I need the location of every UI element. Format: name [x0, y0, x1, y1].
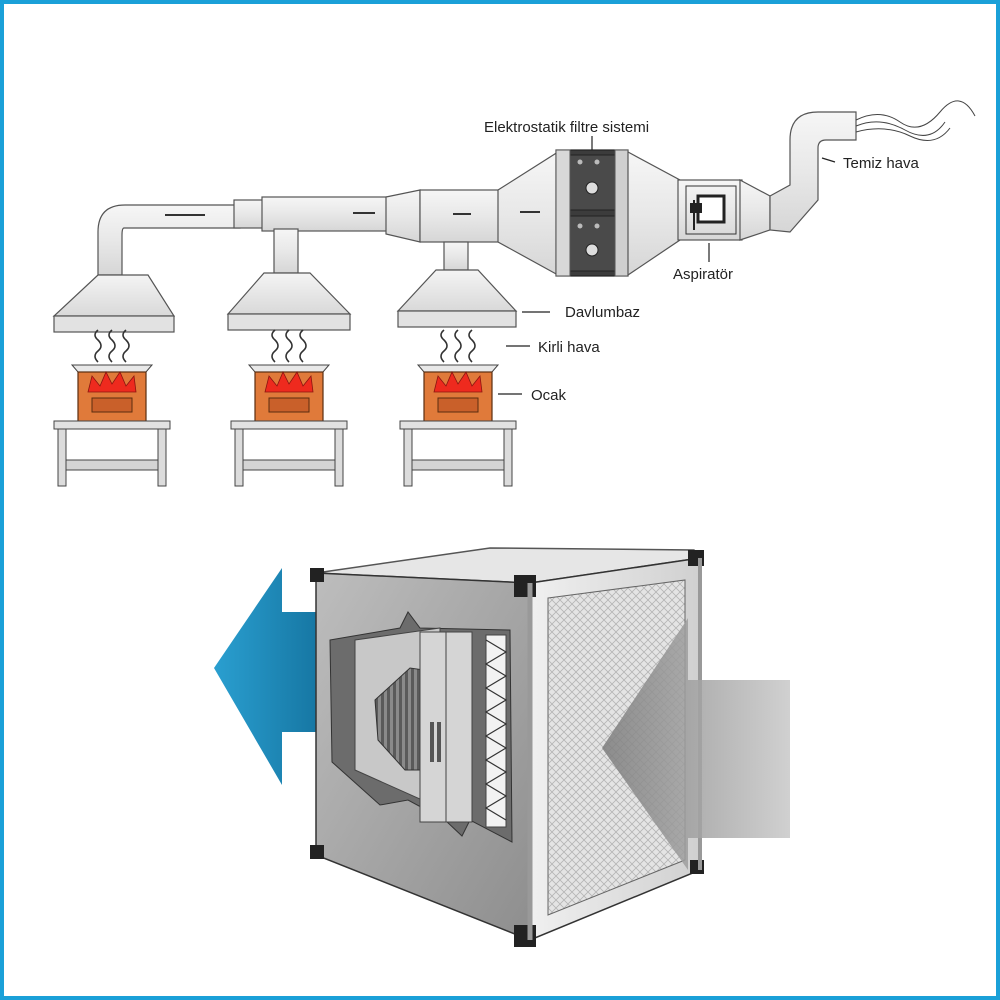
smoke-wisp — [108, 329, 116, 363]
stove-door — [268, 397, 310, 413]
label-fan: Aspiratör — [673, 266, 733, 283]
table-top — [399, 420, 517, 430]
smoke-wisp — [94, 329, 102, 363]
table-stretcher — [411, 459, 505, 471]
duct-segment-1 — [233, 199, 265, 229]
smoke-wisp — [271, 329, 279, 363]
table-top — [230, 420, 348, 430]
table-leg — [503, 428, 513, 487]
stove-flame — [264, 371, 314, 393]
stove-top — [70, 364, 154, 373]
stove-station-2 — [230, 329, 348, 487]
stove-station-3 — [399, 329, 517, 487]
table-stretcher — [65, 459, 159, 471]
table-leg — [157, 428, 167, 487]
stove-flame — [433, 371, 483, 393]
stove-body — [77, 371, 147, 423]
duct-fan-section — [627, 111, 857, 277]
label-stove: Ocak — [531, 387, 567, 404]
hoods — [52, 269, 518, 333]
stove-station-1 — [53, 329, 171, 487]
table-leg — [57, 428, 67, 487]
duct-transition-in — [497, 150, 559, 277]
stove-body — [254, 371, 324, 423]
hood-neck-3 — [443, 241, 469, 271]
stove-body — [423, 371, 493, 423]
table-leg — [334, 428, 344, 487]
stove-flame — [87, 371, 137, 393]
table-top — [53, 420, 171, 430]
fan-unit — [685, 185, 737, 235]
pleated-filter — [485, 634, 507, 828]
smoke-wisp — [285, 329, 293, 363]
duct-segment-3 — [419, 189, 501, 243]
table-leg — [234, 428, 244, 487]
outlet-air-arrow — [214, 568, 330, 785]
label-clean-air: Temiz hava — [843, 155, 920, 172]
label-hood: Davlumbaz — [565, 304, 640, 321]
duct-outlet-elbow — [769, 111, 857, 233]
label-dirty-air: Kirli hava — [538, 339, 600, 356]
smoke-wisp — [468, 329, 476, 363]
clean-air-wisps — [855, 100, 976, 141]
table-stretcher — [242, 459, 336, 471]
stove-top — [247, 364, 331, 373]
duct-reducer — [385, 189, 421, 243]
hood-3 — [396, 269, 518, 328]
smoke-wisp — [122, 329, 130, 363]
smoke-wisp — [299, 329, 307, 363]
hood-neck-2 — [273, 228, 299, 274]
stove-door — [91, 397, 133, 413]
duct-system — [97, 150, 559, 277]
leader-lines — [498, 136, 836, 395]
hood-2 — [226, 272, 352, 331]
stoves — [53, 329, 517, 487]
hood-1 — [52, 274, 176, 333]
stove-top — [416, 364, 500, 373]
smoke-wisp — [440, 329, 448, 363]
table-leg — [403, 428, 413, 487]
stove-door — [437, 397, 479, 413]
electrostatic-filter-unit — [555, 149, 629, 277]
smoke-wisp — [454, 329, 462, 363]
label-filter-system: Elektrostatik filtre sistemi — [484, 119, 649, 136]
inlet-air-arrow — [602, 618, 790, 870]
